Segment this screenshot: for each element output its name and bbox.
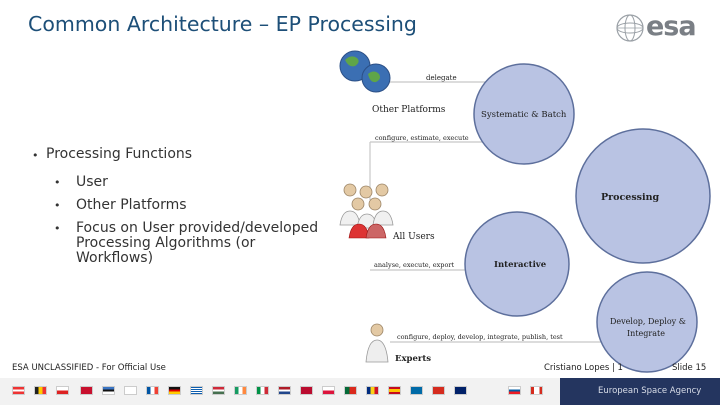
esa-logo-text: esa	[646, 11, 697, 42]
all-users-label: All Users	[392, 232, 435, 242]
sub-bullet-text: User	[76, 174, 108, 190]
sub-bullet-text: Other Platforms	[76, 197, 187, 213]
interactive-label: Interactive	[494, 260, 547, 270]
flag-icon	[190, 386, 203, 395]
develop-circle	[596, 271, 698, 373]
configure-deploy-label: configure, deploy, develop, integrate, p…	[397, 333, 563, 341]
flag-icon	[300, 386, 313, 395]
sub-bullet-item: • Focus on User provided/developed Proce…	[54, 221, 362, 266]
flag-icon	[234, 386, 247, 395]
classification-footer: ESA UNCLASSIFIED - For Official Use	[12, 363, 166, 373]
flag-icon	[508, 386, 521, 395]
flag-icon	[102, 386, 115, 395]
flag-icon	[454, 386, 467, 395]
develop-label-line1: Develop, Deploy &	[610, 317, 686, 326]
experts-label: Experts	[395, 354, 431, 364]
processing-circle	[575, 128, 711, 264]
flag-icon	[34, 386, 47, 395]
flag-icon	[388, 386, 401, 395]
flag-icon	[366, 386, 379, 395]
slide-title: Common Architecture – EP Processing	[28, 12, 417, 36]
interactive-circle	[464, 211, 570, 317]
slide-number: Slide 15	[672, 363, 707, 373]
flag-icon	[168, 386, 181, 395]
delegate-label: delegate	[426, 74, 457, 82]
esa-logo-icon	[616, 14, 644, 42]
bullet-item: • Processing Functions	[32, 146, 362, 166]
sub-bullet-item: • User	[54, 175, 362, 190]
flag-icon	[410, 386, 423, 395]
flag-icon	[256, 386, 269, 395]
develop-label-line2: Integrate	[627, 329, 665, 338]
configure-estimate-label: configure, estimate, execute	[375, 134, 469, 142]
systematic-circle	[473, 63, 575, 165]
flag-icon	[146, 386, 159, 395]
flag-icon	[12, 386, 25, 395]
flag-icon	[278, 386, 291, 395]
analyse-label: analyse, execute, export	[374, 261, 454, 269]
flag-icon	[80, 386, 93, 395]
flag-icon	[212, 386, 225, 395]
flag-icon	[344, 386, 357, 395]
bullet-list: • Processing Functions • User • Other Pl…	[32, 146, 362, 274]
other-platforms-label: Other Platforms	[372, 105, 446, 115]
flag-icon	[530, 386, 543, 395]
processing-label: Processing	[601, 192, 660, 203]
flag-icon	[432, 386, 445, 395]
globe-icon	[339, 50, 391, 93]
expert-person-icon	[365, 323, 389, 363]
sub-bullet-text: Focus on User provided/developed Process…	[76, 220, 319, 266]
users-group-icon	[339, 183, 394, 239]
flag-icon	[322, 386, 335, 395]
systematic-batch-label: Systematic & Batch	[481, 110, 567, 120]
author-footer: Cristiano Lopes | 1	[544, 363, 623, 373]
agency-name: European Space Agency	[598, 386, 702, 396]
flag-icon	[56, 386, 69, 395]
agency-bar: European Space Agency	[560, 378, 720, 405]
bullet-text: Processing Functions	[46, 146, 193, 162]
sub-bullet-item: • Other Platforms	[54, 198, 362, 213]
flag-icon	[124, 386, 137, 395]
